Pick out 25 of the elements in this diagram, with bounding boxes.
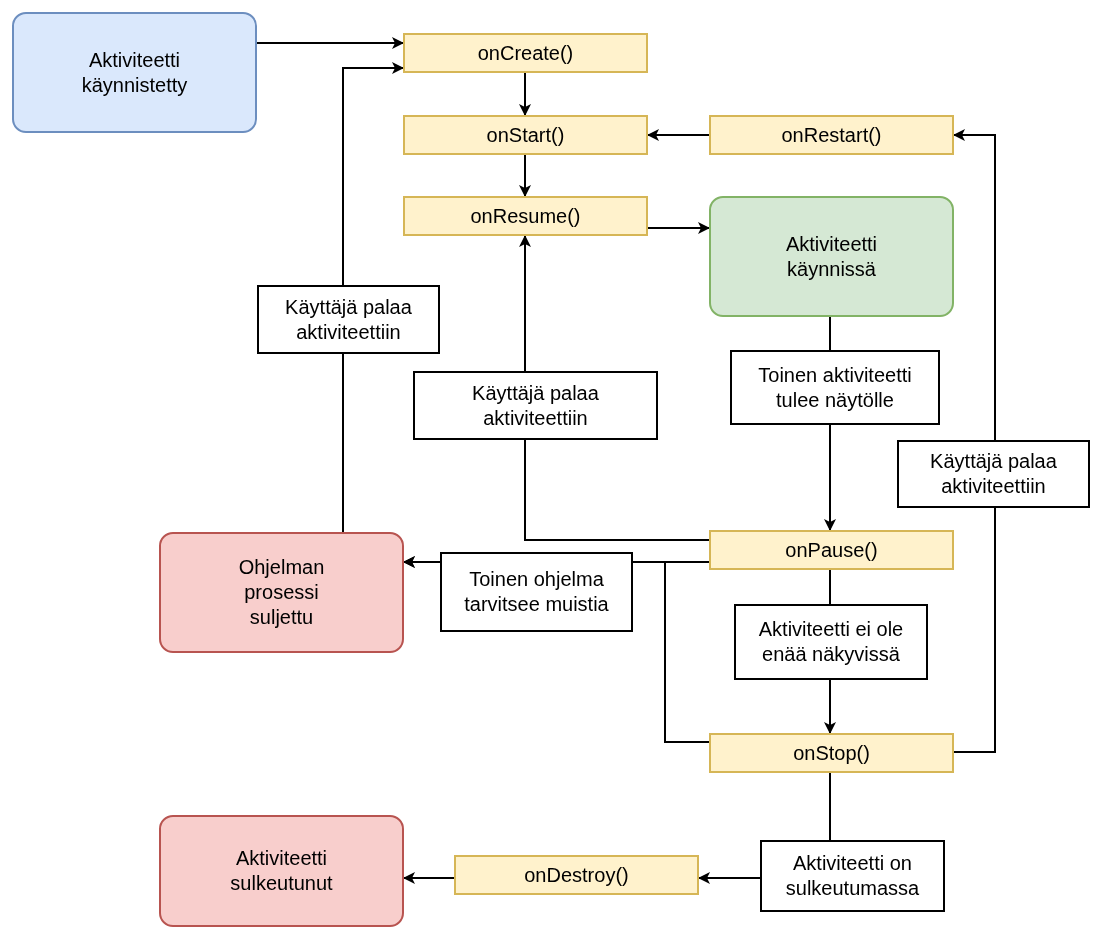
arrow: [647, 222, 710, 234]
end-box: Aktiviteetti sulkeutunut: [159, 815, 404, 927]
method-box: onDestroy(): [454, 855, 699, 895]
method-box: onResume(): [403, 196, 648, 236]
start-box: Aktiviteetti käynnistetty: [12, 12, 257, 133]
state-box: Aktiviteetti käynnissä: [709, 196, 954, 317]
method-box: onRestart(): [709, 115, 954, 155]
arrow: [519, 72, 531, 116]
arrow: [256, 37, 404, 49]
method-box: onCreate(): [403, 33, 648, 73]
edge-label: Käyttäjä palaa aktiviteettiin: [413, 371, 658, 440]
edge-label: Toinen aktiviteetti tulee näytölle: [730, 350, 940, 425]
edge-label: Toinen ohjelma tarvitsee muistia: [440, 552, 633, 632]
edge-label: Käyttäjä palaa aktiviteettiin: [257, 285, 440, 354]
method-box: onStart(): [403, 115, 648, 155]
edge-label: Aktiviteetti on sulkeutumassa: [760, 840, 945, 912]
edge-label: Aktiviteetti ei ole enää näkyvissä: [734, 604, 928, 680]
arrow: [647, 129, 710, 141]
method-box: onStop(): [709, 733, 954, 773]
arrow: [519, 154, 531, 197]
edge-label: Käyttäjä palaa aktiviteettiin: [897, 440, 1090, 508]
arrow: [403, 872, 455, 884]
arrow: [953, 129, 996, 753]
method-box: onPause(): [709, 530, 954, 570]
end-box: Ohjelman prosessi suljettu: [159, 532, 404, 653]
